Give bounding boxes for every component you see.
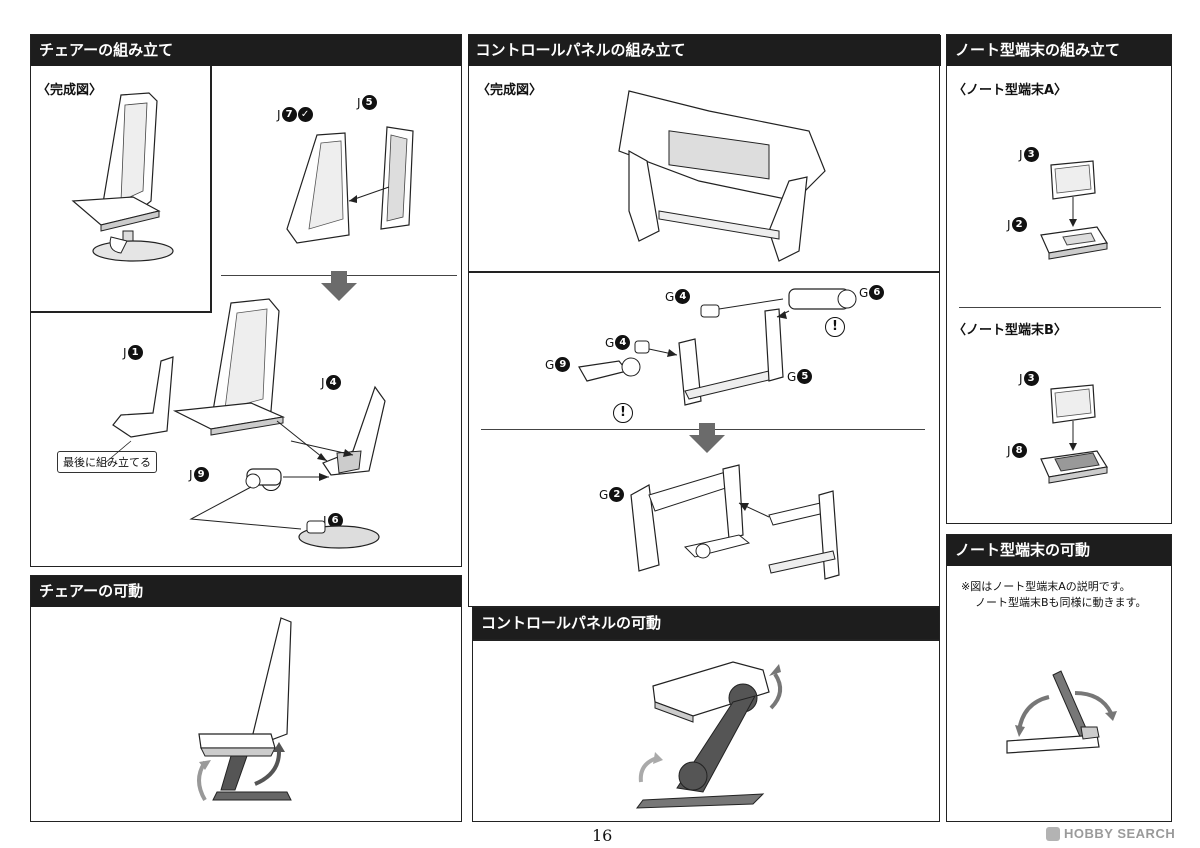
caution-icon-right: ! [825,317,845,337]
part-number-b-j8: 8 [1011,443,1027,458]
panel-complete-label: 〈完成図〉 [477,83,543,98]
panel-step-down-arrow-icon [689,423,725,453]
part-number-a-j2: 2 [1011,217,1027,232]
control-panel-frame-exploded-illustration [578,288,857,406]
control-panel-frame-assembly-illustration [630,464,840,580]
part-label-g9-letter: G [545,357,555,372]
panel-movement-divider [473,639,939,641]
part-number-g6: 6 [869,285,885,300]
part-label-j4-letter: J [321,375,325,390]
part-label-b-j3: J 3 [1019,371,1039,386]
laptop-b-illustration [1040,384,1108,484]
part-label-j4: J 4 [321,375,341,390]
watermark-text: HOBBY SEARCH [1064,826,1176,841]
part-label-j5-letter: J [357,95,361,110]
caution-icon-left: ! [613,403,633,423]
part-label-a-j3: J 3 [1019,147,1039,162]
panel-movement-panel: コントロールパネルの可動 [472,607,940,822]
control-panel-movement-illustration [635,661,783,809]
part-number-j1: 1 [127,345,143,360]
laptop-movement-note-line2: ノート型端末Bも同様に動きます。 [975,596,1147,609]
part-number-j6: 6 [327,513,343,528]
chair-assembly-title: チェアーの組み立て [31,35,461,66]
part-number-g2: 2 [609,487,625,502]
part-label-g5-letter: G [787,369,797,384]
hobby-search-watermark: HOBBY SEARCH [1046,826,1175,841]
laptop-movement-illustration [1006,670,1117,754]
part-label-j7: J 7 ✓ [277,107,313,122]
part-label-a-j3-letter: J [1019,147,1023,162]
chair-assembly-panel: チェアーの組み立て 〈完成図〉 J 7 ✓ J 5 J 1 [30,34,462,567]
part-number-j5: 5 [361,95,377,110]
part-label-j6-letter: J [323,513,327,528]
chair-complete-box-bottom [31,311,212,313]
part-number-g5: 5 [797,369,813,384]
part-number-g4-left: 4 [615,335,631,350]
panel-complete-divider [469,271,939,273]
part-label-g4-top: G 4 [665,289,691,304]
part-number-j4: 4 [325,375,341,390]
chair-backrest-illustration [286,126,414,244]
part-number-a-j3: 3 [1023,147,1039,162]
panel-movement-title: コントロールパネルの可動 [473,608,939,639]
part-label-j9-letter: J [189,467,193,482]
part-label-j1: J 1 [123,345,143,360]
part-label-g4-left-letter: G [605,335,615,350]
chair-movement-panel: チェアーの可動 [30,575,462,822]
part-label-j6: J 6 [323,513,343,528]
chair-complete-illustration [71,92,174,262]
chair-movement-title: チェアーの可動 [31,576,461,607]
laptop-a-label: 〈ノート型端末A〉 [953,83,1068,98]
part-number-j7: 7 [281,107,297,122]
part-label-b-j8: J 8 [1007,443,1027,458]
part-label-g5: G 5 [787,369,813,384]
chair-exploded-illustration [104,298,386,549]
step-down-arrow-icon [321,271,357,301]
control-panel-complete-illustration [618,90,826,262]
part-label-g2-letter: G [599,487,609,502]
part-label-b-j8-letter: J [1007,443,1011,458]
part-label-g4-left: G 4 [605,335,631,350]
part-label-j7-letter: J [277,107,281,122]
part-label-j9: J 9 [189,467,209,482]
part-label-a-j2-letter: J [1007,217,1011,232]
laptop-assembly-panel: ノート型端末の組み立て 〈ノート型端末A〉 J 3 J 2 〈ノート型端末B〉 … [946,34,1172,524]
chair-complete-label: 〈完成図〉 [37,83,103,98]
sticker-icon: ✓ [297,107,313,122]
part-label-j5: J 5 [357,95,377,110]
laptop-movement-title: ノート型端末の可動 [947,535,1171,566]
chair-complete-box-border [210,66,212,312]
laptop-movement-note-line1: ※図はノート型端末Aの説明です。 [961,580,1131,593]
part-label-g4-top-letter: G [665,289,675,304]
watermark-logo-icon [1046,826,1060,841]
part-number-b-j3: 3 [1023,371,1039,386]
laptop-movement-panel: ノート型端末の可動 ※図はノート型端末Aの説明です。 ノート型端末Bも同様に動き… [946,534,1172,822]
panel-assembly-title: コントロールパネルの組み立て [467,35,941,66]
laptop-variant-divider [959,307,1161,308]
part-label-g6-letter: G [859,285,869,300]
page-number: 16 [592,826,613,845]
part-label-a-j2: J 2 [1007,217,1027,232]
part-label-g6: G 6 [859,285,885,300]
panel-assembly-panel: コントロールパネルの組み立て 〈完成図〉 G 4 G 6 G 4 G 9 G 5… [467,34,941,607]
chair-movement-illustration [197,617,292,802]
assemble-last-callout: 最後に組み立てる [57,451,157,473]
part-number-g9: 9 [555,357,571,372]
part-label-g9: G 9 [545,357,571,372]
laptop-b-label: 〈ノート型端末B〉 [953,323,1067,338]
laptop-assembly-title: ノート型端末の組み立て [947,35,1171,66]
part-label-b-j3-letter: J [1019,371,1023,386]
laptop-a-illustration [1040,160,1108,260]
part-number-g4-top: 4 [675,289,691,304]
part-label-g2: G 2 [599,487,625,502]
part-number-j9: 9 [193,467,209,482]
part-label-j1-letter: J [123,345,127,360]
